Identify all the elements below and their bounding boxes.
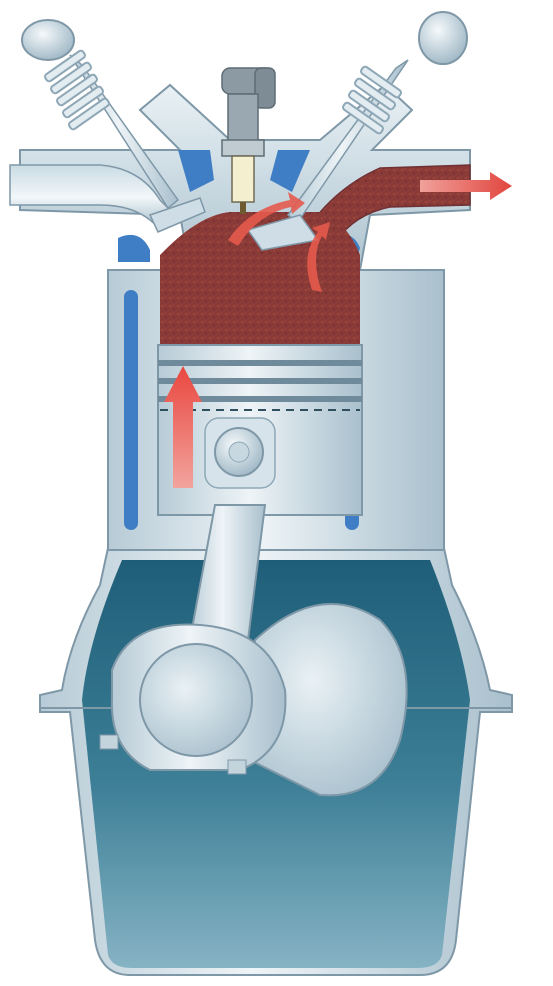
coolant-head-left-1	[118, 235, 150, 262]
crank-journal	[140, 644, 252, 756]
coolant-channel-left	[124, 290, 138, 530]
piston-ring-1	[158, 360, 362, 366]
intake-valve-spring	[44, 50, 110, 131]
spark-plug-insulator	[232, 156, 254, 202]
intake-rocker-tip	[22, 20, 74, 60]
crankshaft	[100, 625, 285, 774]
exhaust-rocker-tip	[419, 12, 467, 64]
